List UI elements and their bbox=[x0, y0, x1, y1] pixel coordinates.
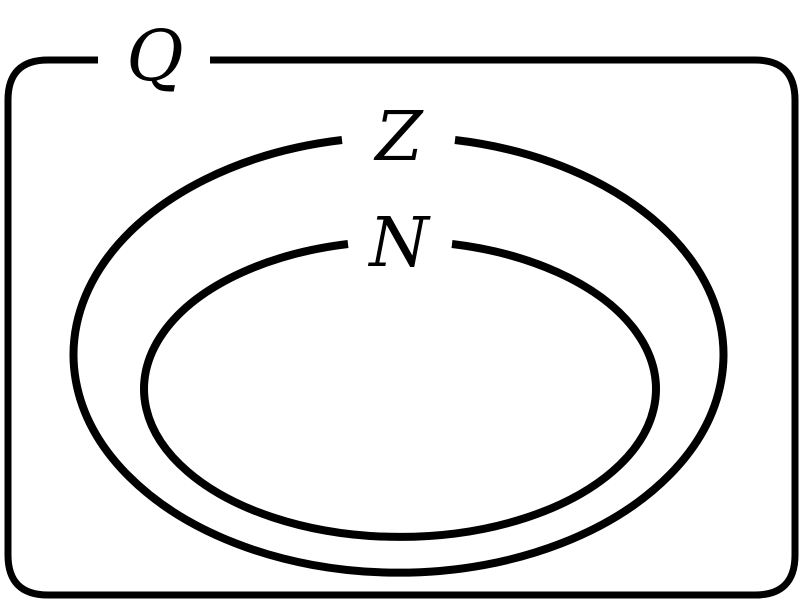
set-n-boundary bbox=[140, 240, 660, 541]
set-q-boundary bbox=[4, 56, 799, 599]
set-n-label: N bbox=[367, 204, 431, 283]
set-z-boundary bbox=[69, 136, 728, 577]
set-z-label: Z bbox=[373, 98, 424, 177]
set-q-label: Q bbox=[126, 15, 183, 97]
